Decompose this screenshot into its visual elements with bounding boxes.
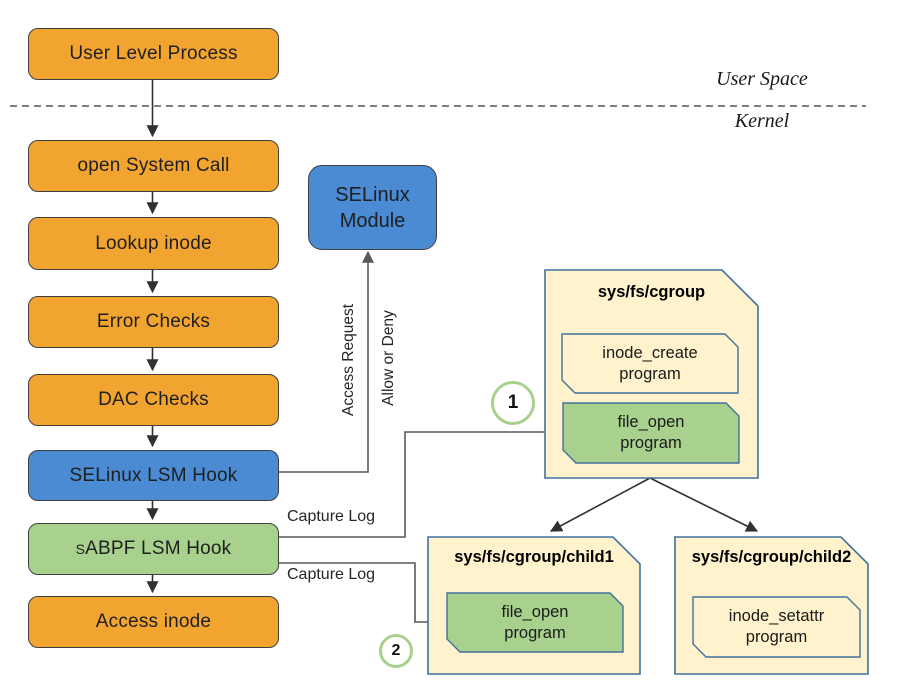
selinux-module-box: SELinux Module <box>308 165 437 250</box>
flow-box-label: Error Checks <box>96 311 211 332</box>
flow-box-lookup-inode: Lookup inode <box>28 217 279 270</box>
step-2-circle <box>379 634 413 668</box>
tree-arrow-child1 <box>549 477 651 532</box>
capture-log-connector-1 <box>277 426 558 538</box>
program-line2: program <box>619 364 681 383</box>
program-line1: file_open <box>617 413 685 431</box>
step-1-badge: 1 <box>507 392 519 413</box>
flow-box-open-system-call: open System Call <box>28 140 279 192</box>
flow-box-label: Lookup inode <box>95 232 212 254</box>
flow-box-label: DAC Checks <box>98 389 209 410</box>
flow-box-label: Access inode <box>95 611 212 632</box>
step-1-circle <box>491 381 535 425</box>
program-line1: inode_create <box>602 343 698 362</box>
cgroup-child2-title: sys/fs/cgroup/child2 <box>691 548 852 566</box>
access-request-label: Access Request <box>340 304 357 416</box>
inode-create-program: inode_create program <box>562 334 738 393</box>
allow-or-deny-label: Allow or Deny <box>380 310 397 406</box>
flow-box-label: SELinux LSM Hook <box>69 464 238 486</box>
program-line2: program <box>620 434 682 452</box>
selinux-module-line1: SELinux <box>335 183 410 206</box>
program-line1: inode_setattr <box>728 607 825 625</box>
sabpf-label-rest: ABPF LSM Hook <box>85 538 232 559</box>
flow-box-error-checks: Error Checks <box>28 296 279 348</box>
program-line2: program <box>504 623 566 642</box>
flow-box-selinux-lsm-hook: SELinux LSM Hook <box>28 450 279 501</box>
program-line2: program <box>745 628 808 646</box>
root-file-open-program-shape <box>562 402 740 464</box>
access-request-connector <box>277 250 374 473</box>
child1-file-open-program: file_open program <box>447 593 623 652</box>
flow-box-user-level-process: User Level Process <box>28 28 279 80</box>
root-file-open-program: file_open program <box>563 403 739 463</box>
capture-log-label-2: Capture Log <box>287 566 376 583</box>
kernel-label: Kernel <box>734 110 790 132</box>
flow-box-sabpf-lsm-hook: sABPF LSM Hook <box>28 523 279 575</box>
child1-file-open-program-shape <box>446 592 624 653</box>
tree-arrow-child2 <box>649 477 759 532</box>
step-2-badge: 2 <box>391 642 401 659</box>
cgroup-root-title: sys/fs/cgroup <box>597 283 706 301</box>
flow-box-dac-checks: DAC Checks <box>28 374 279 426</box>
flow-box-label: User Level Process <box>69 43 238 64</box>
user-space-label: User Space <box>716 68 808 90</box>
inode-setattr-program-shape <box>692 596 861 658</box>
inode-create-program-shape <box>561 333 739 394</box>
inode-setattr-program: inode_setattr program <box>693 597 860 657</box>
sabpf-label-prefix: s <box>75 541 86 557</box>
flow-box-access-inode: Access inode <box>28 596 279 648</box>
capture-log-label-1: Capture Log <box>287 508 376 525</box>
cgroup-child1-title: sys/fs/cgroup/child1 <box>454 548 614 566</box>
selinux-module-line2: Module <box>339 209 406 232</box>
flow-box-label: open System Call <box>77 155 230 176</box>
program-line1: file_open <box>501 602 569 621</box>
